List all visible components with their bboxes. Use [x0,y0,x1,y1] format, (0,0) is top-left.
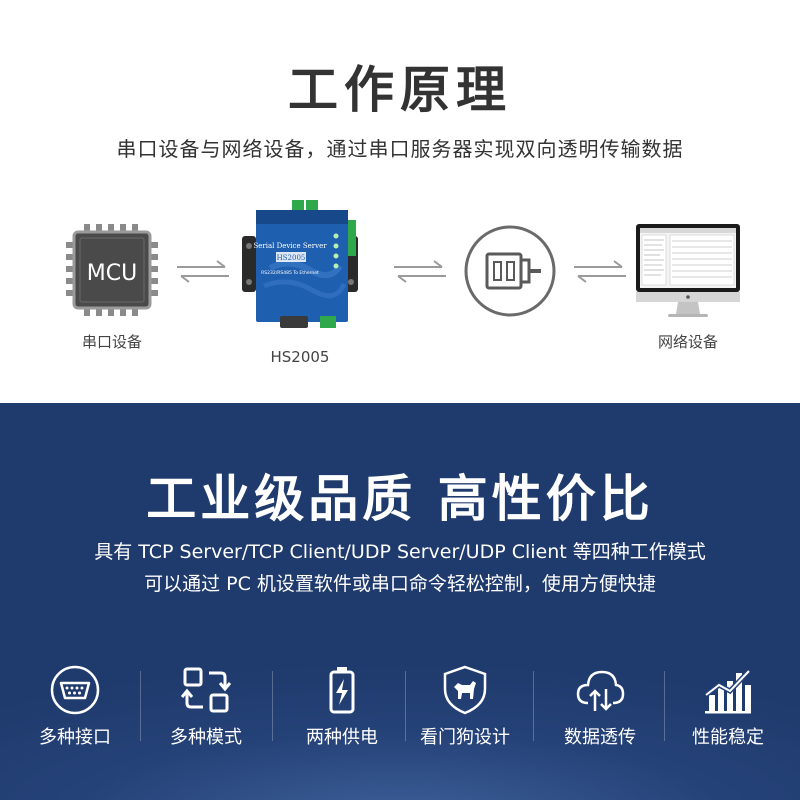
serial-device-label: 串口设备 [81,333,142,351]
principle-subtitle: 串口设备与网络设备，通过串口服务器实现双向透明传输数据 [116,137,684,161]
cloud-transfer-icon [576,670,625,711]
principle-title: 工作原理 [288,61,512,119]
quality-title: 工业级品质 高性价比 [146,470,654,528]
bidirectional-arrows-icon [574,260,626,283]
device-panel-model: HS2005 [277,254,306,262]
feature-divider [664,671,665,741]
feature-divider [533,671,534,741]
device-panel-title: Serial Device Server [253,242,327,250]
mcu-chip-icon: MCU [66,224,158,316]
computer-monitor-icon [636,224,740,317]
feature-label: 多种接口 [39,727,111,748]
feature-label: 性能稳定 [692,727,764,748]
feature-multi-interface: 多种接口 [10,665,140,755]
serial-server-device-icon: Serial Device Server HS2005 RS232/RS485 … [242,200,358,328]
feature-label: 看门狗设计 [420,727,510,748]
feature-stable-performance: 性能稳定 [663,665,793,755]
feature-label: 数据透传 [564,727,636,748]
feature-multi-mode: 多种模式 [141,665,271,755]
feature-label: 多种模式 [170,727,242,748]
principle-section: 工作原理 串口设备与网络设备，通过串口服务器实现双向透明传输数据 MCU 串口设… [66,61,740,366]
feature-divider [272,671,273,741]
bidirectional-arrows-icon [394,260,446,283]
ethernet-port-icon [464,225,556,317]
feature-watchdog: 看门狗设计 [400,665,530,755]
mode-switch-icon [181,667,231,713]
quality-description-line1: 具有 TCP Server/TCP Client/UDP Server/UDP … [94,541,706,563]
watchdog-shield-icon [443,665,487,715]
feature-divider [140,671,141,741]
battery-icon [329,667,355,714]
serial-port-icon [50,665,100,715]
feature-divider [405,671,406,741]
network-device-label: 网络设备 [657,333,718,351]
bidirectional-arrows-icon [177,260,229,283]
feature-transparent-transfer: 数据透传 [535,665,665,755]
mcu-chip-text: MCU [87,261,137,286]
device-panel-subtitle: RS232/RS485 To Ethernet [261,270,319,276]
quality-section: 工业级品质 高性价比 具有 TCP Server/TCP Client/UDP … [0,403,800,800]
feature-dual-power: 两种供电 [277,665,407,755]
feature-label: 两种供电 [306,727,378,748]
quality-description-line2: 可以通过 PC 机设置软件或串口命令轻松控制，使用方便快捷 [144,573,656,595]
stable-chart-icon [704,669,751,714]
server-device-label: HS2005 [270,348,330,366]
